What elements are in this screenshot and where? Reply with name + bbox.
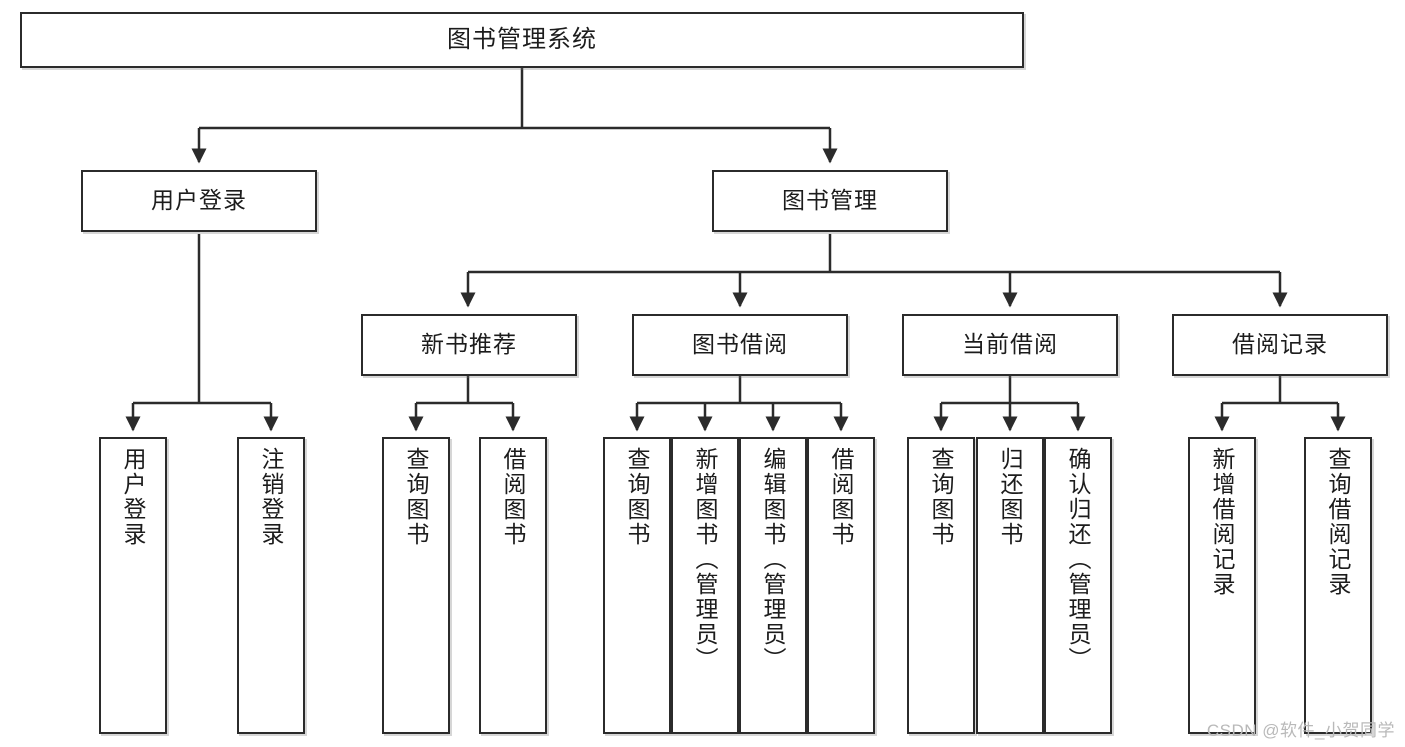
node-label: 当前借阅 [962,331,1058,358]
node-new-book-recommend[interactable]: 新书推荐 [361,314,577,376]
leaf-user-login-2[interactable]: 注销登录 [237,437,305,734]
leaf-current-borrow-2[interactable]: 归还图书 [976,437,1044,734]
leaf-borrow-record-1[interactable]: 新增借阅记录 [1188,437,1256,734]
node-label: 图书管理系统 [447,25,597,53]
node-label: 查询图书 [624,447,651,547]
leaf-new-book-2[interactable]: 借阅图书 [479,437,547,734]
leaf-book-borrow-2[interactable]: 新增图书（管理员） [671,437,739,734]
node-label: 新增借阅记录 [1209,447,1236,597]
node-book-borrow[interactable]: 图书借阅 [632,314,848,376]
leaf-book-borrow-1[interactable]: 查询图书 [603,437,671,734]
node-label: 借阅图书 [500,447,527,547]
node-label: 图书借阅 [692,331,788,358]
node-label: 用户登录 [120,447,147,547]
node-borrow-record[interactable]: 借阅记录 [1172,314,1388,376]
leaf-current-borrow-3[interactable]: 确认归还（管理员） [1044,437,1112,734]
node-book-management[interactable]: 图书管理 [712,170,948,232]
leaf-current-borrow-1[interactable]: 查询图书 [907,437,975,734]
node-label: 图书管理 [782,187,878,214]
leaf-book-borrow-3[interactable]: 编辑图书（管理员） [739,437,807,734]
node-current-borrow[interactable]: 当前借阅 [902,314,1118,376]
node-label: 编辑图书（管理员） [760,447,787,672]
node-label: 借阅图书 [828,447,855,547]
node-label: 用户登录 [151,187,247,214]
leaf-user-login-1[interactable]: 用户登录 [99,437,167,734]
node-label: 查询图书 [928,447,955,547]
leaf-book-borrow-4[interactable]: 借阅图书 [807,437,875,734]
node-label: 归还图书 [997,447,1024,547]
leaf-borrow-record-2[interactable]: 查询借阅记录 [1304,437,1372,734]
node-root-system[interactable]: 图书管理系统 [20,12,1024,68]
node-label: 借阅记录 [1232,331,1328,358]
leaf-new-book-1[interactable]: 查询图书 [382,437,450,734]
node-label: 查询图书 [403,447,430,547]
node-label: 新书推荐 [421,331,517,358]
node-user-login[interactable]: 用户登录 [81,170,317,232]
node-label: 确认归还（管理员） [1065,447,1092,672]
node-label: 新增图书（管理员） [692,447,719,672]
node-label: 查询借阅记录 [1325,447,1352,597]
node-label: 注销登录 [258,447,285,547]
